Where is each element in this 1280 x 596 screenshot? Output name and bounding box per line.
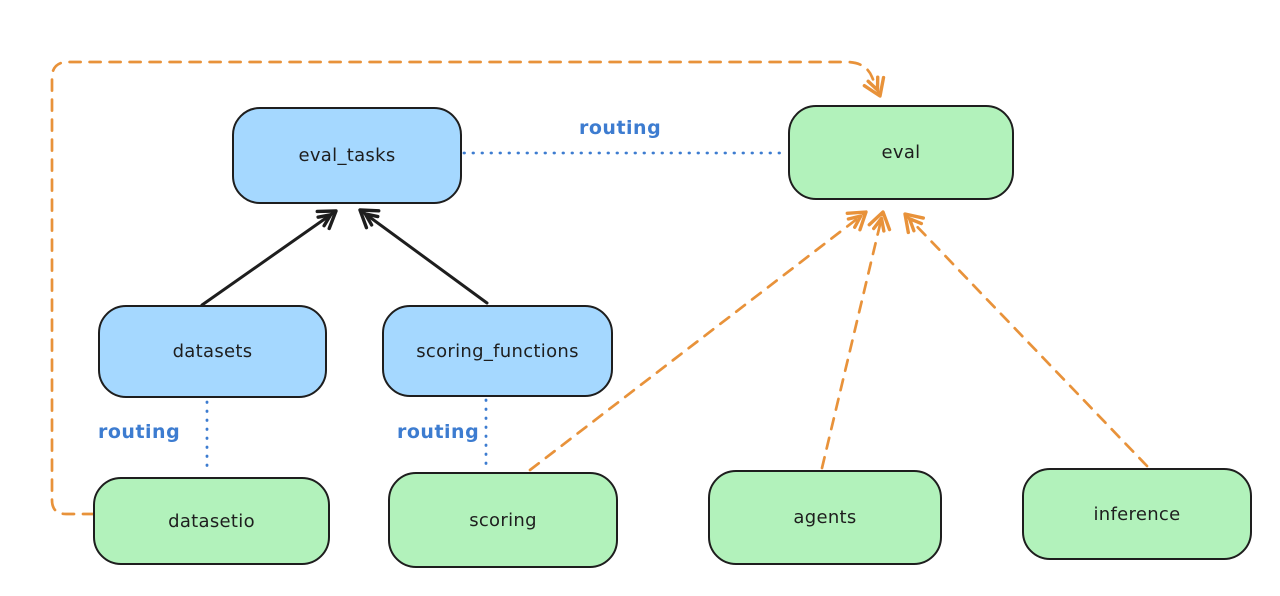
node-datasets: datasets [98, 305, 327, 398]
node-scoring: scoring [388, 472, 618, 568]
node-label: eval_tasks [298, 145, 396, 166]
node-label: datasetio [168, 510, 255, 532]
node-eval: eval [788, 105, 1014, 200]
routing-label-scoring: routing [397, 421, 480, 443]
node-label: datasets [172, 341, 253, 362]
edge-inference-to-eval [903, 212, 1149, 468]
node-eval-tasks: eval_tasks [232, 107, 462, 204]
edge-scoring-functions-to-eval-tasks [358, 208, 489, 305]
node-label: eval [881, 142, 921, 163]
node-datasetio: datasetio [93, 477, 330, 565]
node-label: agents [793, 507, 857, 528]
routing-label-datasets: routing [98, 421, 181, 443]
edge-scoring-to-eval [528, 210, 868, 472]
node-label: scoring [469, 509, 537, 531]
node-inference: inference [1022, 468, 1252, 560]
node-scoring-functions: scoring_functions [382, 305, 613, 397]
edge-datasets-to-eval-tasks [200, 209, 338, 307]
node-label: inference [1093, 503, 1181, 525]
edge-datasetio-to-eval [50, 60, 886, 516]
edge-agents-to-eval [820, 210, 892, 470]
node-label: scoring_functions [416, 340, 579, 362]
routing-label-top: routing [579, 117, 662, 139]
node-agents: agents [708, 470, 942, 565]
